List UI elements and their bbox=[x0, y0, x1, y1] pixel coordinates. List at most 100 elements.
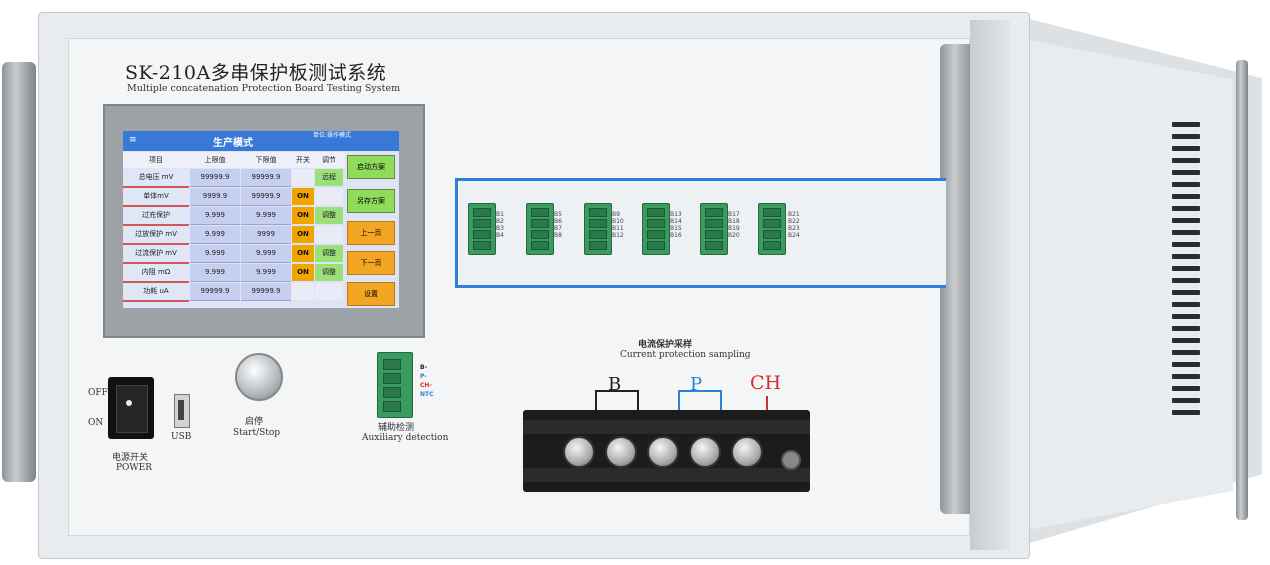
terminal-screw-4[interactable] bbox=[689, 436, 721, 468]
current-sampling-label-cn: 电流保护采样 bbox=[638, 340, 693, 350]
table-row[interactable]: 过充保护 9.999 9.999 ON 调整 bbox=[123, 207, 345, 226]
current-terminal-block bbox=[523, 410, 810, 492]
row-switch[interactable]: ON bbox=[292, 188, 314, 205]
row-name: 内阻 mΩ bbox=[123, 264, 189, 283]
row-switch[interactable]: ON bbox=[292, 226, 314, 243]
side-rail-right bbox=[1236, 60, 1248, 520]
device-title: SK-210A多串保护板测试系统 bbox=[125, 62, 387, 84]
row-switch[interactable]: ON bbox=[292, 264, 314, 281]
column-headers: 项目 上限值 下限值 开关 调节 bbox=[123, 152, 345, 168]
prev-page-button[interactable]: 上一页 bbox=[347, 221, 395, 245]
row-lower[interactable]: 9.999 bbox=[241, 245, 291, 263]
cell-terminal-2[interactable] bbox=[526, 203, 554, 255]
auxiliary-terminal[interactable] bbox=[377, 352, 413, 418]
aux-label-cn: 辅助检测 bbox=[378, 423, 415, 433]
row-name: 功耗 uA bbox=[123, 283, 189, 302]
touchscreen[interactable]: ≡ 生产模式 单位:操作模式 项目 上限值 下限值 开关 调节 总电压 mV 9… bbox=[123, 131, 399, 308]
col-switch: 开关 bbox=[296, 156, 310, 164]
row-lower[interactable]: 99999.9 bbox=[241, 188, 291, 206]
col-reg: 调节 bbox=[322, 156, 336, 164]
chassis-side-panel bbox=[1028, 40, 1233, 530]
power-label-en: POWER bbox=[116, 463, 153, 473]
table-row[interactable]: 过放保护 mV 9.999 9999 ON bbox=[123, 226, 345, 245]
row-upper[interactable]: 9999.9 bbox=[190, 188, 240, 206]
row-reg[interactable]: 调整 bbox=[315, 264, 343, 281]
aux-pin-labels: B- P- CH- NTC bbox=[420, 364, 434, 398]
cell-terminal-1[interactable] bbox=[468, 203, 496, 255]
row-name: 过放保护 mV bbox=[123, 226, 189, 245]
row-upper[interactable]: 9.999 bbox=[190, 264, 240, 282]
row-upper[interactable]: 9.999 bbox=[190, 207, 240, 225]
row-lower[interactable]: 9.999 bbox=[241, 207, 291, 225]
vent-grill bbox=[1172, 122, 1206, 422]
screen-home-icon[interactable]: ≡ bbox=[129, 135, 137, 145]
row-reg[interactable] bbox=[315, 226, 343, 243]
handle-left[interactable] bbox=[2, 62, 36, 482]
row-switch[interactable] bbox=[292, 283, 314, 300]
start-label-cn: 启停 bbox=[245, 417, 264, 427]
terminal-screw-2[interactable] bbox=[605, 436, 637, 468]
cell-terminal-5[interactable] bbox=[700, 203, 728, 255]
terminal-screw-5[interactable] bbox=[731, 436, 763, 468]
block-mount-icon bbox=[781, 450, 801, 470]
terminal-screw-3[interactable] bbox=[647, 436, 679, 468]
start-stop-button[interactable] bbox=[235, 353, 283, 401]
row-reg[interactable]: 调整 bbox=[315, 245, 343, 262]
row-name: 单体mV bbox=[123, 188, 189, 207]
row-upper[interactable]: 99999.9 bbox=[190, 169, 240, 187]
row-reg[interactable]: 远程 bbox=[315, 169, 343, 186]
handle-right-inner bbox=[970, 20, 1010, 550]
col-lower: 下限值 bbox=[255, 156, 277, 164]
screen-hint: 单位:操作模式 bbox=[313, 132, 352, 139]
row-name: 总电压 mV bbox=[123, 169, 189, 188]
row-switch[interactable] bbox=[292, 169, 314, 186]
row-switch[interactable]: ON bbox=[292, 207, 314, 224]
start-scheme-button[interactable]: 启动方案 bbox=[347, 155, 395, 179]
next-page-button[interactable]: 下一页 bbox=[347, 251, 395, 275]
cell-terminal-4[interactable] bbox=[642, 203, 670, 255]
row-reg[interactable] bbox=[315, 188, 343, 205]
row-name: 过充保护 bbox=[123, 207, 189, 226]
table-row[interactable]: 内阻 mΩ 9.999 9.999 ON 调整 bbox=[123, 264, 345, 283]
start-label-en: Start/Stop bbox=[233, 428, 281, 438]
table-row[interactable]: 过流保护 mV 9.999 9.999 ON 调整 bbox=[123, 245, 345, 264]
row-lower[interactable]: 99999.9 bbox=[241, 169, 291, 187]
power-indicator-icon bbox=[126, 400, 132, 406]
screen-title: 生产模式 bbox=[213, 138, 253, 149]
row-reg[interactable]: 调整 bbox=[315, 207, 343, 224]
cell-terminal-3[interactable] bbox=[584, 203, 612, 255]
terminal-screw-1[interactable] bbox=[563, 436, 595, 468]
table-row[interactable]: 单体mV 9999.9 99999.9 ON bbox=[123, 188, 345, 207]
row-lower[interactable]: 9999 bbox=[241, 226, 291, 244]
save-scheme-button[interactable]: 另存方案 bbox=[347, 189, 395, 213]
table-row[interactable]: 总电压 mV 99999.9 99999.9 远程 bbox=[123, 169, 345, 188]
row-reg[interactable] bbox=[315, 283, 343, 300]
row-lower[interactable]: 99999.9 bbox=[241, 283, 291, 301]
row-name: 过流保护 mV bbox=[123, 245, 189, 264]
cell-terminal-6[interactable] bbox=[758, 203, 786, 255]
row-lower[interactable]: 9.999 bbox=[241, 264, 291, 282]
row-upper[interactable]: 9.999 bbox=[190, 226, 240, 244]
settings-button[interactable]: 设置 bbox=[347, 282, 395, 306]
p-bracket bbox=[678, 390, 722, 414]
col-item: 项目 bbox=[149, 156, 163, 164]
aux-label-en: Auxiliary detection bbox=[362, 433, 449, 443]
usb-slot-icon bbox=[178, 400, 184, 420]
row-upper[interactable]: 9.999 bbox=[190, 245, 240, 263]
row-switch[interactable]: ON bbox=[292, 245, 314, 262]
current-sampling-label-en: Current protection sampling bbox=[620, 350, 751, 360]
b-group-label: B bbox=[608, 374, 622, 395]
table-row[interactable]: 功耗 uA 99999.9 99999.9 bbox=[123, 283, 345, 302]
col-upper: 上限值 bbox=[204, 156, 226, 164]
ch-tick bbox=[766, 396, 768, 410]
usb-label: USB bbox=[171, 432, 192, 442]
screen-header bbox=[123, 131, 399, 151]
power-rocker[interactable] bbox=[116, 385, 148, 433]
row-upper[interactable]: 99999.9 bbox=[190, 283, 240, 301]
